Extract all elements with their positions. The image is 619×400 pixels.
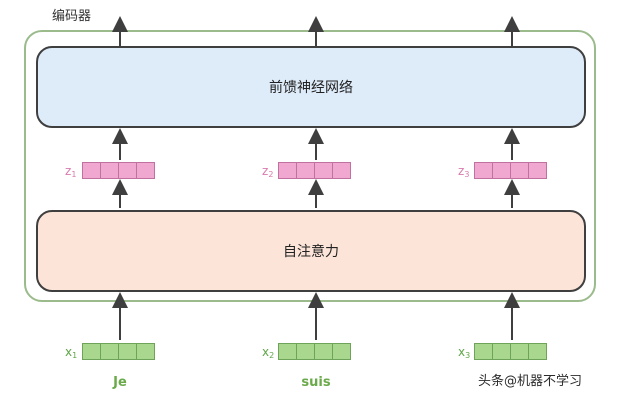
z1-vector <box>82 162 155 179</box>
z3-vector <box>474 162 547 179</box>
self-attention-label: 自注意力 <box>283 244 339 260</box>
z2-vector <box>278 162 351 179</box>
x2-label: x2 <box>262 345 275 360</box>
watermark-text: 头条@机器不学习 <box>478 374 583 389</box>
x3-label: x3 <box>458 345 471 360</box>
input-word-je: Je <box>113 375 127 390</box>
x1-vector <box>82 343 155 360</box>
self-attention-block: 自注意力 <box>36 210 586 292</box>
x1-label: x1 <box>65 345 78 360</box>
feed-forward-label: 前馈神经网络 <box>269 80 353 96</box>
x2-vector <box>278 343 351 360</box>
encoder-title: 编码器 <box>52 9 92 24</box>
input-word-suis: suis <box>301 375 331 390</box>
z3-label: z3 <box>458 164 470 179</box>
z1-label: z1 <box>65 164 77 179</box>
feed-forward-block: 前馈神经网络 <box>36 46 586 128</box>
z2-label: z2 <box>262 164 274 179</box>
x3-vector <box>474 343 547 360</box>
